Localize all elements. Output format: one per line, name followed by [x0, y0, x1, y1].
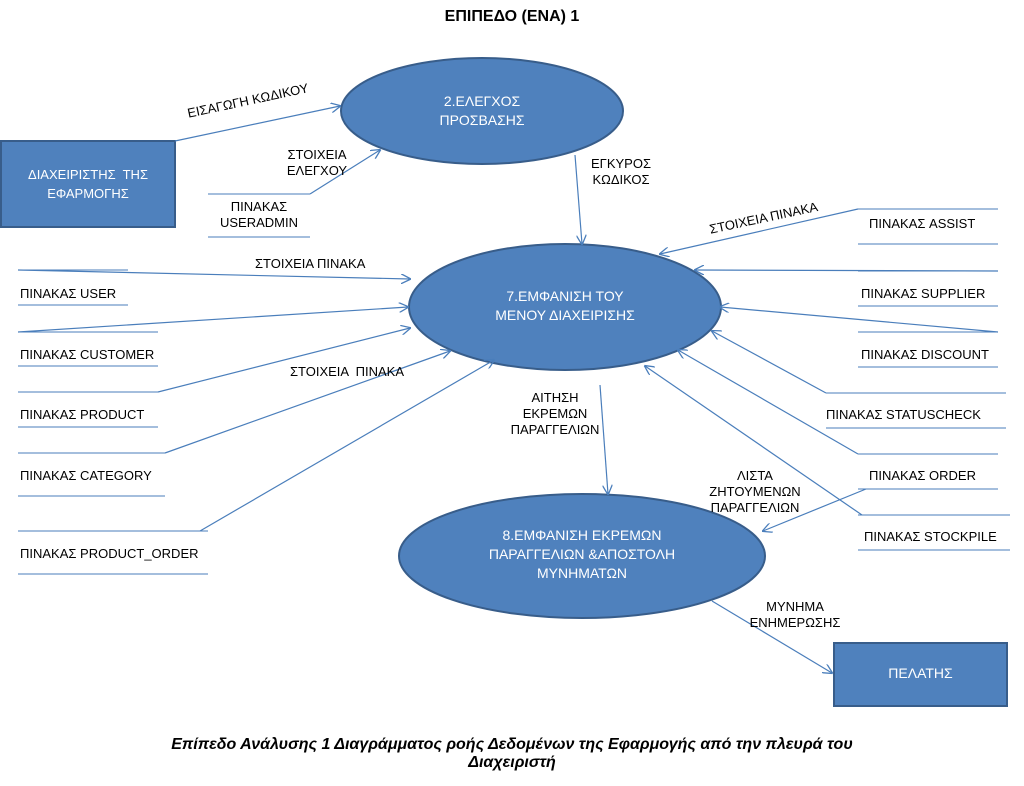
- flow-pending-request-label: ΑΙΤΗΣΗ ΕΚΡΕΜΩΝ ΠΑΡΑΓΓΕΛΙΩΝ: [510, 390, 600, 437]
- store-lines: [18, 193, 1010, 575]
- flow-discount-arrow: [720, 307, 999, 333]
- process-7-label: 7.ΕΜΦΑΝΙΣΗ ΤΟΥ ΜΕΝΟΥ ΔΙΑΧΕΙΡΙΣΗΣ: [495, 288, 635, 323]
- entity-customer-box: [833, 642, 1008, 707]
- flow-requested-orders-label: ΛΙΣΤΑ ΖΗΤΟΥΜΕΝΩΝ ΠΑΡΑΓΓΕΛΙΩΝ: [709, 468, 801, 515]
- flow-statuscheck-arrow: [712, 331, 827, 394]
- flow-valid-code-label: ΕΓΚΥΡΟΣ ΚΩΔΙΚΟΣ: [591, 156, 651, 187]
- store-stockpile-label: ΠΙΝΑΚΑΣ STOCKPILE: [864, 529, 997, 544]
- flow-order-arrow: [678, 350, 859, 455]
- store-product-label: ΠΙΝΑΚΑΣ PRODUCT: [20, 407, 145, 422]
- flow-product-arrow: [157, 328, 410, 393]
- diagram-title: ΕΠΙΠΕΔΟ (ΕΝΑ) 1: [444, 8, 580, 25]
- flow-user-arrow: [17, 269, 410, 279]
- store-category-label: ΠΙΝΑΚΑΣ CATEGORY: [20, 468, 152, 483]
- store-supplier-label: ΠΙΝΑΚΑΣ SUPPLIER: [861, 286, 986, 301]
- entity-admin-label: ΔΙΑΧΕΙΡΙΣΤΗΣ ΤΗΣ ΕΦΑΡΜΟΓΗΣ: [28, 167, 148, 201]
- store-product-order-label: ΠΙΝΑΚΑΣ PRODUCT_ORDER: [20, 546, 199, 561]
- flow-code-entry-arrow: [174, 106, 340, 142]
- flow-update-message-label: ΜΥΝΗΜΑ ΕΝΗΜΕΡΩΣΗΣ: [749, 599, 841, 630]
- flow-check-data-arrow: [309, 150, 380, 195]
- store-statuscheck-label: ΠΙΝΑΚΑΣ STATUSCHECK: [826, 407, 981, 422]
- flow-update-message-arrow: [711, 600, 832, 673]
- flow-table-data-left-mid-label: ΣΤΟΙΧΕΙΑ ΠΙΝΑΚΑ: [290, 364, 404, 379]
- flow-pending-request-arrow: [599, 384, 608, 494]
- process-8-label: 8.ΕΜΦΑΝΙΣΗ ΕΚΡΕΜΩΝ ΠΑΡΑΓΓΕΛΙΩΝ &ΑΠΟΣΤΟΛΗ…: [488, 527, 676, 581]
- flow-valid-code-arrow: [574, 154, 582, 244]
- flow-arrows: [17, 106, 999, 673]
- entity-customer-label: ΠΕΛΑΤΗΣ: [888, 665, 953, 681]
- flow-check-data-label: ΣΤΟΙΧΕΙΑ ΕΛΕΓΧΟΥ: [286, 147, 348, 178]
- process-8-ellipse: [398, 493, 766, 619]
- flow-stockpile-arrow: [645, 366, 863, 516]
- flow-product-order-arrow: [199, 360, 494, 532]
- store-order-label: ΠΙΝΑΚΑΣ ORDER: [869, 468, 976, 483]
- figure-caption: Επίπεδο Ανάλυσης 1 Διαγράμματος ροής Δεδ…: [171, 736, 853, 771]
- entity-admin-box: [0, 140, 176, 228]
- flow-customer-arrow: [17, 307, 408, 333]
- flow-assist-arrow: [660, 208, 859, 254]
- flow-requested-orders-arrow: [763, 488, 867, 531]
- store-useradmin-label: ΠΙΝΑΚΑΣ USERADMIN: [219, 199, 298, 230]
- flow-category-arrow: [164, 351, 450, 454]
- flow-table-data-left-top-label: ΣΤΟΙΧΕΙΑ ΠΙΝΑΚΑ: [255, 256, 366, 271]
- store-assist-label: ΠΙΝΑΚΑΣ ASSIST: [869, 216, 976, 231]
- store-user-label: ΠΙΝΑΚΑΣ USER: [20, 286, 117, 301]
- process-2-label: 2.ΕΛΕΓΧΟΣ ΠΡΟΣΒΑΣΗΣ: [439, 93, 525, 128]
- store-discount-label: ΠΙΝΑΚΑΣ DISCOUNT: [861, 347, 989, 362]
- flow-supplier-arrow: [695, 270, 999, 271]
- store-customer-label: ΠΙΝΑΚΑΣ CUSTOMER: [20, 347, 155, 362]
